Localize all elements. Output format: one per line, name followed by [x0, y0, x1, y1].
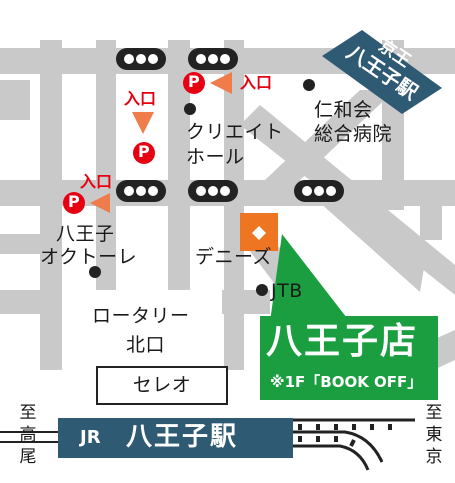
jr-station-name: 八王子駅	[126, 422, 239, 452]
location-dot-icon	[89, 266, 101, 278]
rotary-label: ロータリー	[92, 305, 190, 327]
rotary-area	[62, 290, 222, 376]
entrance-arrow-icon	[210, 72, 232, 94]
location-dot-icon	[256, 284, 268, 296]
entrance-label: 入口	[240, 73, 273, 92]
landmark-creit-hall: ホール	[186, 146, 245, 168]
road-center-1	[168, 40, 190, 370]
landmark-octore: 八王子	[56, 223, 115, 245]
location-dot-icon	[303, 79, 315, 91]
keio-station-sign	[322, 30, 442, 114]
traffic-signal-icon	[116, 48, 166, 70]
landmark-dennys: デニーズ	[195, 246, 273, 268]
store-subtitle: ※1F「BOOK OFF」	[270, 373, 423, 391]
road-left-1	[40, 40, 62, 370]
traffic-signal-icon	[294, 180, 344, 202]
road-diagonal-4	[300, 185, 425, 292]
entrance-arrow-icon	[132, 112, 154, 134]
parking-icon	[133, 142, 155, 164]
traffic-signal-icon	[188, 48, 238, 70]
location-dot-icon	[184, 103, 196, 115]
landmark-jinwakai: 仁和会	[314, 99, 373, 121]
store-callout-pointer	[270, 234, 350, 322]
landmark-jtb: JTB	[271, 280, 303, 302]
entrance-label: 入口	[80, 172, 113, 191]
parking-letter: P	[68, 192, 80, 211]
traffic-signal-icon	[116, 180, 166, 202]
road-right-stub	[420, 200, 442, 240]
road-left-branch	[0, 234, 60, 254]
parking-icon	[183, 72, 205, 94]
parking-letter: P	[138, 142, 150, 161]
jr-prefix: JR	[80, 427, 101, 448]
parking-letter: P	[188, 72, 200, 91]
store-name: 八王子店	[266, 321, 419, 362]
parking-icon	[63, 192, 85, 214]
traffic-signal-icon	[188, 180, 238, 202]
road-fragment-left	[0, 80, 30, 120]
landmark-celeo: セレオ	[132, 374, 192, 396]
landmark-octore-name: オクトーレ	[40, 246, 138, 268]
road-center-2	[224, 40, 244, 370]
store-box	[260, 316, 438, 400]
landmark-jinwakai-hospital: 総合病院	[314, 123, 393, 145]
railway-track-icon	[0, 418, 415, 471]
entrance-label: 入口	[124, 89, 157, 108]
entrance-arrow-icon	[90, 193, 110, 213]
landmark-creit: クリエイト	[186, 121, 284, 143]
celeo-box	[96, 366, 228, 405]
direction-tokyo: 至 東 京	[425, 403, 443, 467]
rotary-north-exit: 北口	[126, 334, 166, 356]
store-pin-icon	[240, 213, 278, 251]
jr-station-box	[58, 418, 293, 458]
direction-takao: 至 高 尾	[19, 403, 37, 467]
